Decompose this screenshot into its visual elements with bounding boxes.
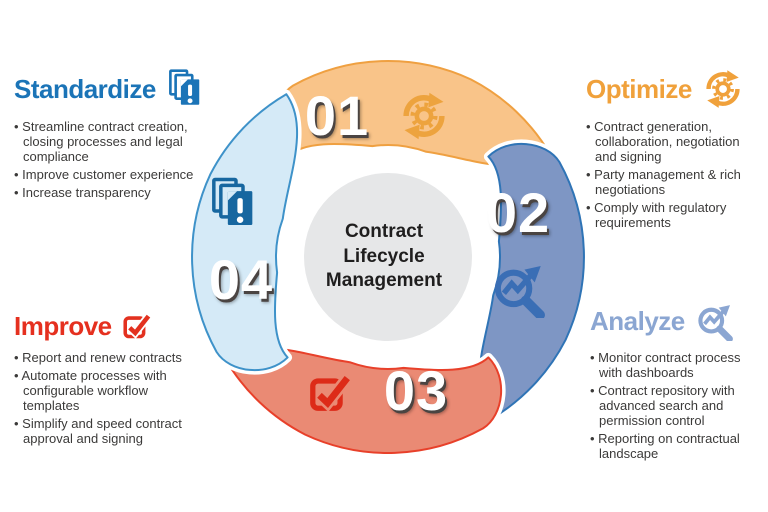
chart-magnifier-icon — [490, 260, 548, 318]
bullet-item: Party management & rich negotiations — [586, 167, 748, 197]
wheel-segment-04 — [188, 89, 302, 375]
bullet-item: Comply with regulatory requirements — [586, 200, 748, 230]
bullet-item: Simplify and speed contract approval and… — [14, 416, 206, 446]
bullet-list-standardize: Streamline contract creation, closing pr… — [14, 119, 194, 200]
bullet-item: Contract repository with advanced search… — [590, 383, 742, 428]
checkbox-icon — [122, 310, 153, 341]
wheel-center-title: Contract Lifecycle Management — [325, 220, 443, 292]
segment-number-03: 03 — [383, 359, 449, 422]
bullet-item: Reporting on contractual landscape — [590, 431, 742, 461]
bullet-item: Contract generation, collaboration, nego… — [586, 119, 748, 164]
checkbox-icon — [308, 369, 354, 415]
section-improve: Improve Report and renew contracts Autom… — [14, 310, 246, 449]
bullet-item: Report and renew contracts — [14, 350, 206, 365]
section-title-analyze: Analyze — [590, 306, 685, 336]
bullet-list-analyze: Monitor contract process with dashboards… — [590, 350, 742, 462]
section-standardize: Standardize Streamline contract creation… — [14, 68, 226, 203]
bullet-item: Increase transparency — [14, 185, 194, 200]
bullet-item: Streamline contract creation, closing pr… — [14, 119, 194, 164]
chart-magnifier-icon — [695, 301, 735, 341]
section-optimize: Optimize Contract generation, collaborat… — [586, 68, 768, 234]
section-title-improve: Improve — [14, 310, 112, 341]
bullet-item: Monitor contract process with dashboards — [590, 350, 742, 380]
segment-number-02: 02 — [485, 181, 551, 244]
section-title-optimize: Optimize — [586, 74, 692, 104]
wheel-segment-03 — [220, 343, 506, 457]
bullet-list-optimize: Contract generation, collaboration, nego… — [586, 119, 748, 231]
section-title-standardize: Standardize — [14, 74, 156, 104]
segment-number-01: 01 — [304, 84, 370, 147]
bullet-item: Automate processes with configurable wor… — [14, 368, 206, 413]
bullet-list-improve: Report and renew contracts Automate proc… — [14, 350, 206, 446]
cycle-wheel — [188, 57, 588, 457]
wheel-segment-02 — [474, 139, 588, 425]
sync-gear-icon — [398, 90, 450, 142]
bullet-item: Improve customer experience — [14, 167, 194, 182]
sync-gear-icon — [702, 68, 744, 110]
documents-icon — [166, 68, 208, 110]
section-analyze: Analyze Monitor contract process with da… — [590, 301, 768, 465]
center-disc — [304, 173, 472, 341]
segment-number-04: 04 — [208, 248, 274, 311]
